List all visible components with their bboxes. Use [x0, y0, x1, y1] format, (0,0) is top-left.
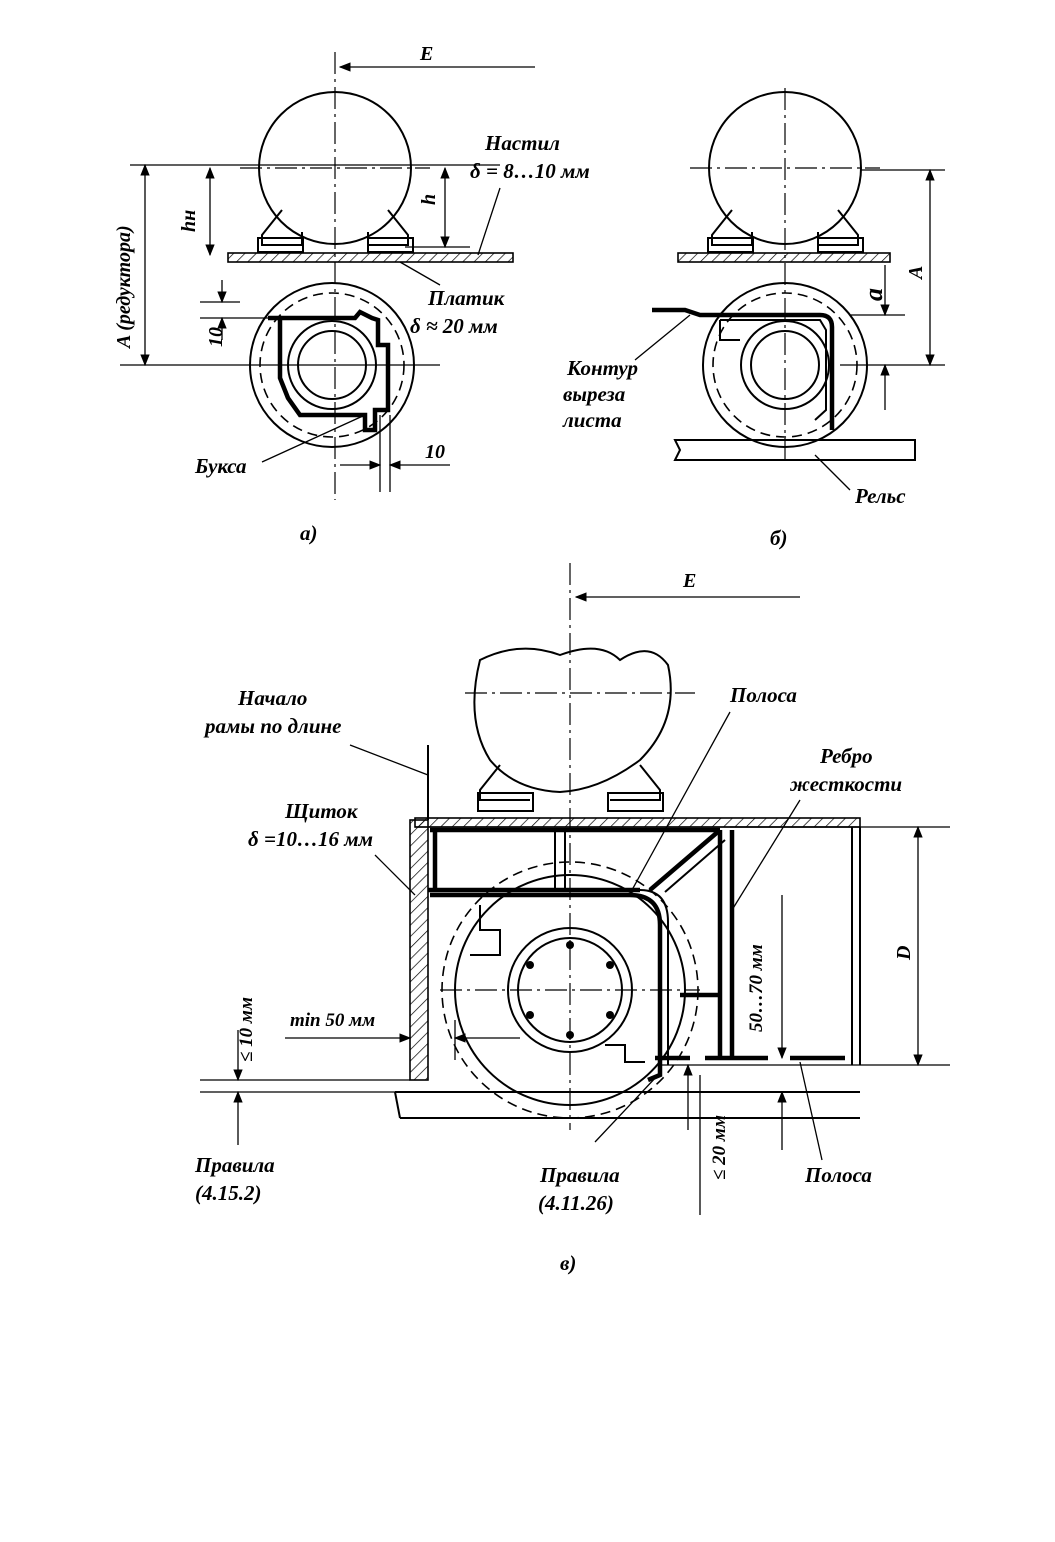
- polosa-top-leader: [631, 711, 731, 891]
- caption-a: а): [300, 521, 318, 545]
- polosa-bottom-label: Полоса: [804, 1163, 872, 1187]
- pravila-2-leader: [594, 1074, 659, 1143]
- dim-le20-label: ≤ 20 мм: [709, 1115, 730, 1180]
- dim-h-label: h: [418, 194, 440, 205]
- foot-pad-left: [477, 792, 534, 812]
- dim-hn-label: hн: [178, 210, 200, 232]
- pravila-1-label-a: Правила: [194, 1153, 275, 1177]
- foot-pad-right: [607, 792, 664, 812]
- deck-plate: [227, 252, 514, 263]
- dim-a-label: A: [905, 266, 927, 281]
- dim-le10-label: ≤ 10 мм: [236, 997, 257, 1062]
- motor-foot-left: [711, 209, 753, 246]
- motor-foot-left: [479, 764, 530, 801]
- nastil-label: Настил: [484, 131, 560, 155]
- bent-strip: [430, 892, 663, 1083]
- caption-v: в): [560, 1251, 576, 1275]
- bent-strip-outer: [430, 889, 669, 1065]
- bolt: [566, 941, 574, 949]
- rebro-leader: [731, 799, 801, 911]
- caption-b: б): [770, 526, 787, 550]
- cutout-contour: [268, 309, 391, 433]
- platik-leader: [399, 261, 441, 286]
- bolt: [526, 1011, 534, 1019]
- bolt: [606, 1011, 614, 1019]
- nastil-thickness: δ = 8…10 мм: [470, 159, 590, 183]
- shchitok-label: Щиток: [284, 799, 359, 823]
- kontur-label-2: выреза: [563, 382, 625, 406]
- shchitok-leader: [374, 854, 416, 896]
- brace-diagonal-2: [664, 839, 726, 893]
- motor-broken: [473, 647, 672, 794]
- dim-10-horizontal-label: 10: [425, 441, 445, 463]
- kontur-label-3: листа: [562, 408, 622, 432]
- kontur-leader: [634, 314, 691, 361]
- pravila-1-label-b: (4.15.2): [195, 1181, 262, 1205]
- dim-a-reduktora-label: A (редуктора): [113, 225, 135, 350]
- bolt: [566, 1031, 574, 1039]
- rail: [673, 439, 916, 461]
- wheel-flange: [259, 292, 405, 438]
- axlebox-tab: [470, 905, 501, 956]
- wheel-outer: [702, 282, 868, 448]
- figure-v: E: [194, 563, 950, 1275]
- bolt: [606, 961, 614, 969]
- shield-plate: [409, 819, 429, 1081]
- deck-plate: [677, 252, 891, 263]
- axlebox-outline: [720, 319, 827, 421]
- axlebox-tab-bottom: [605, 1044, 645, 1063]
- shchitok-thickness: δ =10…16 мм: [248, 827, 373, 851]
- axle-box-inner: [297, 330, 367, 400]
- axle-box-inner: [750, 330, 820, 400]
- kontur-label-1: Контур: [566, 356, 638, 380]
- foot-pad-left: [257, 237, 304, 253]
- axlebox-outline-left: [719, 320, 740, 341]
- polosa-bottom-leader: [799, 1061, 823, 1161]
- nachalo-label-1: Начало: [237, 686, 307, 710]
- dim-small-a-label: a: [859, 288, 888, 301]
- foot-pad-left: [707, 237, 754, 253]
- dim-min50-label: min 50 мм: [290, 1010, 375, 1031]
- buksa-label: Букса: [194, 454, 247, 478]
- polosa-top-label: Полоса: [729, 683, 797, 707]
- rail-left: [394, 1091, 401, 1119]
- pravila-2-label-b: (4.11.26): [538, 1191, 614, 1215]
- figure-b: A a Контур выреза листа Рельс б): [562, 88, 945, 550]
- platik-thickness: δ ≈ 20 мм: [410, 314, 498, 338]
- dim-50-70-label: 50…70 мм: [746, 944, 767, 1032]
- motor-foot-left: [261, 209, 303, 246]
- buksa-leader: [261, 414, 366, 463]
- foot-pad-right: [817, 237, 864, 253]
- pravila-2-label-a: Правила: [539, 1163, 620, 1187]
- brace-diagonal: [648, 828, 722, 892]
- rels-leader: [814, 454, 851, 491]
- platik-label: Платик: [427, 286, 506, 310]
- foot-pad-right: [367, 237, 414, 253]
- deck-plate: [414, 817, 861, 828]
- nastil-leader: [477, 187, 501, 256]
- nachalo-leader: [349, 744, 429, 776]
- wheel-outer: [249, 282, 415, 448]
- dim-d-label: D: [893, 946, 915, 961]
- rels-label: Рельс: [854, 484, 906, 508]
- wheel-flange: [712, 292, 858, 438]
- rebro-label-2: жесткости: [789, 772, 902, 796]
- motor-foot-right: [817, 209, 859, 246]
- motor-foot-right: [610, 764, 661, 801]
- figure-a: E Настил δ = 8…10 мм hн h A (редуктора): [113, 43, 590, 545]
- motor-foot-right: [367, 209, 409, 246]
- nachalo-label-2: рамы по длине: [203, 714, 342, 738]
- rebro-label-1: Ребро: [819, 744, 873, 768]
- axle-box-outer: [287, 320, 377, 410]
- dim-e-label: E: [682, 570, 696, 592]
- cutout-contour: [652, 307, 835, 430]
- dim-e-label: E: [419, 43, 433, 65]
- bolt: [526, 961, 534, 969]
- dim-10-vertical-label: 10: [205, 327, 227, 347]
